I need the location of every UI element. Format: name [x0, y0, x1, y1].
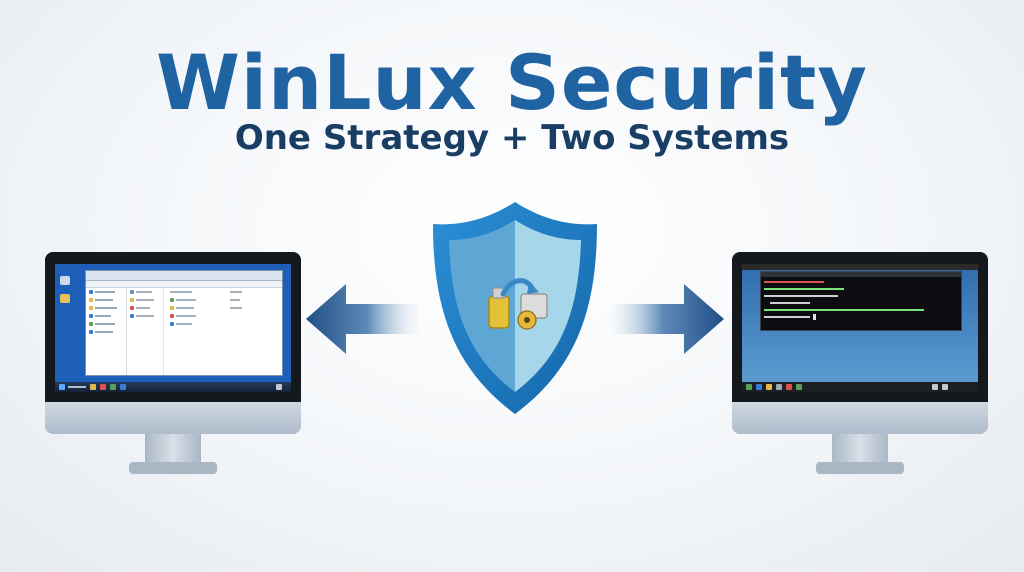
list-item [86, 304, 126, 312]
list-item [127, 304, 163, 312]
list-item [167, 296, 227, 304]
desktop-icon [60, 276, 70, 285]
list-item [86, 312, 126, 320]
arrow-left-icon [306, 284, 418, 354]
linux-screen [742, 264, 978, 392]
terminal-line [761, 286, 961, 293]
terminal-line [761, 314, 961, 321]
terminal-line [761, 307, 961, 314]
list-item [86, 320, 126, 328]
page-title: WinLux Security [156, 38, 868, 127]
monitor-chin [45, 402, 301, 434]
terminal-line [761, 293, 961, 300]
windows-monitor [45, 252, 301, 474]
list-item [227, 296, 277, 304]
file-explorer-window [85, 270, 283, 376]
terminal-line [761, 300, 961, 307]
taskbar-app-icon [276, 384, 282, 390]
taskbar-app-icon [756, 384, 762, 390]
taskbar-app-icon [90, 384, 96, 390]
terminal-line [761, 279, 961, 286]
navigation-pane [86, 288, 127, 375]
taskbar-app-icon [120, 384, 126, 390]
terminal-window [760, 271, 962, 331]
list-item [167, 312, 227, 320]
window-toolbar [86, 281, 282, 288]
window-titlebar [86, 271, 282, 281]
list-item [86, 288, 126, 296]
list-item [227, 288, 277, 296]
monitor-base [816, 462, 904, 474]
usb-key-and-hardware-icon [488, 278, 548, 330]
list-item [127, 312, 163, 320]
list-item [127, 288, 163, 296]
list-item [167, 320, 227, 328]
linux-monitor [732, 252, 988, 474]
taskbar-app-icon [776, 384, 782, 390]
taskbar-app-icon [786, 384, 792, 390]
list-item [227, 304, 277, 312]
taskbar-app-icon [932, 384, 938, 390]
arrow-right-icon [612, 284, 724, 354]
monitor-stand [145, 434, 201, 464]
taskbar-app-icon [100, 384, 106, 390]
terminal-cursor [813, 314, 817, 320]
windows-taskbar [55, 382, 291, 392]
list-item [86, 328, 126, 336]
top-panel [742, 264, 978, 270]
list-item [167, 288, 227, 296]
list-item [127, 296, 163, 304]
list-item [167, 304, 227, 312]
linux-taskbar [742, 382, 978, 392]
file-list [127, 288, 282, 375]
taskbar-app-icon [110, 384, 116, 390]
taskbar-app-icon [796, 384, 802, 390]
terminal-titlebar [761, 272, 961, 277]
monitor-bezel [45, 252, 301, 402]
taskbar-app-icon [746, 384, 752, 390]
monitor-base [129, 462, 217, 474]
windows-screen [55, 264, 291, 392]
desktop-icon [60, 294, 70, 303]
monitor-chin [732, 402, 988, 434]
shield-icon [433, 202, 597, 414]
monitor-bezel [732, 252, 988, 402]
monitor-stand [832, 434, 888, 464]
page-subtitle: One Strategy + Two Systems [234, 118, 790, 158]
taskbar-app-icon [766, 384, 772, 390]
start-icon [59, 384, 65, 390]
taskbar-app-icon [942, 384, 948, 390]
list-item [86, 296, 126, 304]
